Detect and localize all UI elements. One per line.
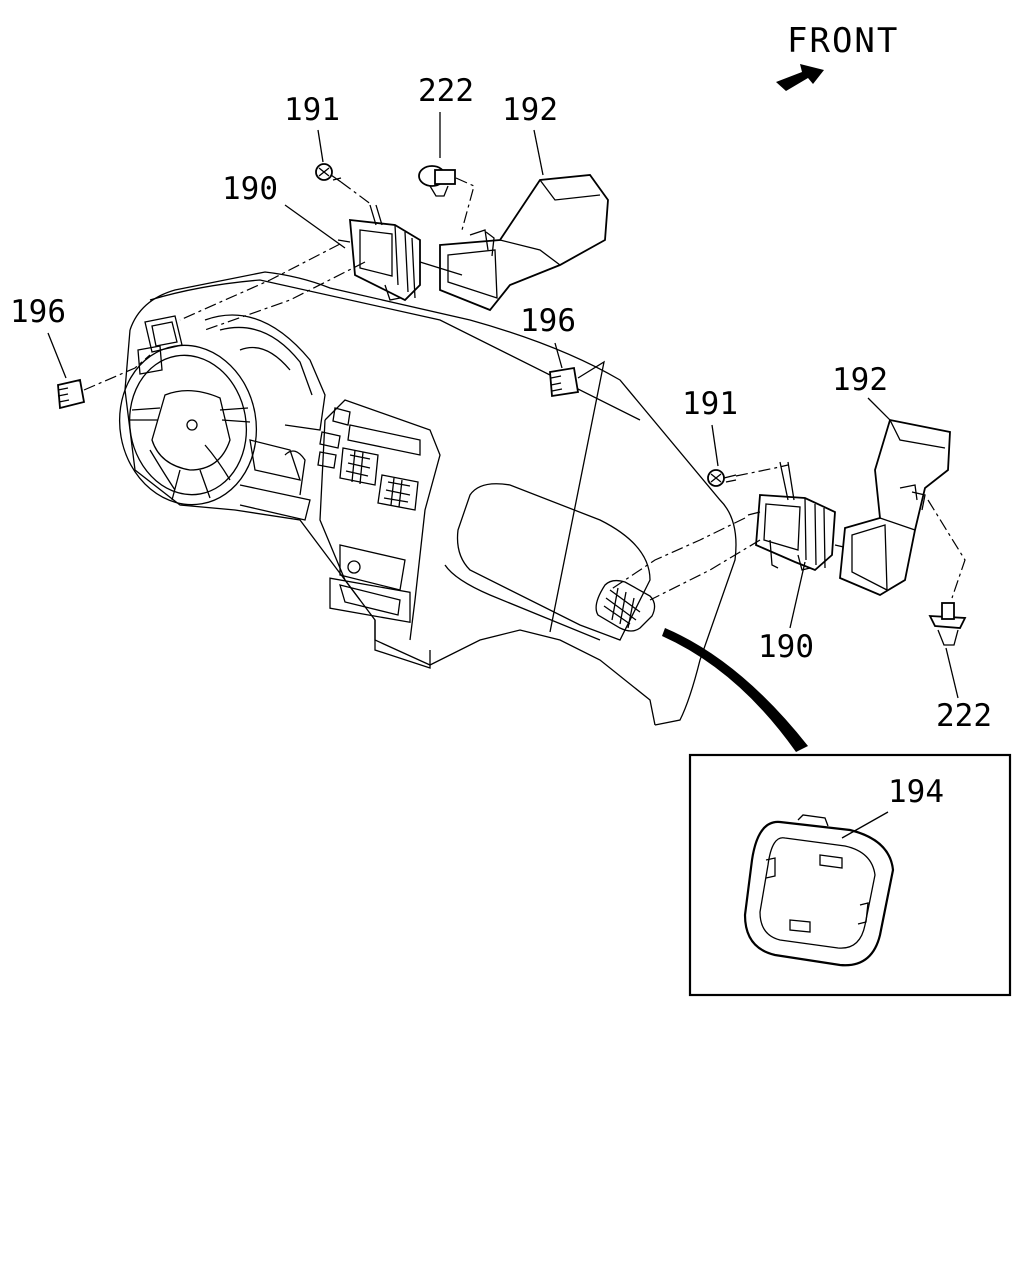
callout-191-right: 191 <box>682 386 738 422</box>
right-duct-assembly: 191 190 192 <box>609 362 992 734</box>
detail-box: 194 <box>688 753 1012 997</box>
callout-192-right: 192 <box>832 362 888 398</box>
front-label: FRONT <box>787 21 899 61</box>
part-196-left: 196 <box>10 294 151 410</box>
upper-duct-assembly: 191 222 192 190 <box>179 73 609 331</box>
callout-196-left: 196 <box>10 294 66 330</box>
steering-wheel <box>118 344 258 506</box>
front-arrow-icon <box>776 64 824 91</box>
duct-192-top <box>439 174 609 312</box>
clip-icon-196-left <box>57 378 86 410</box>
screw-icon-191-right <box>707 469 737 487</box>
dashboard-panel <box>124 271 737 726</box>
clip-icon-196-mid <box>549 366 580 398</box>
clip-icon-222-top <box>418 165 456 197</box>
front-direction-indicator: FRONT <box>776 21 899 91</box>
vent-grille-190-left <box>337 204 421 302</box>
part-196-mid: 196 <box>520 303 605 633</box>
callout-222-right: 222 <box>936 698 992 734</box>
clip-icon-222-right <box>928 602 967 646</box>
callout-190-left: 190 <box>222 171 278 207</box>
callout-196-mid: 196 <box>520 303 576 339</box>
callout-190-right: 190 <box>758 629 814 665</box>
callout-222-top: 222 <box>418 73 474 109</box>
duct-192-right <box>839 418 951 597</box>
callout-191-left: 191 <box>284 92 340 128</box>
screw-icon-191-left <box>315 163 342 183</box>
detail-pointer-arrow <box>662 628 808 752</box>
callout-194-detail: 194 <box>888 774 944 810</box>
vent-bezel-194 <box>743 814 895 967</box>
callout-192-top: 192 <box>502 92 558 128</box>
vent-grille-190-right <box>747 461 836 572</box>
